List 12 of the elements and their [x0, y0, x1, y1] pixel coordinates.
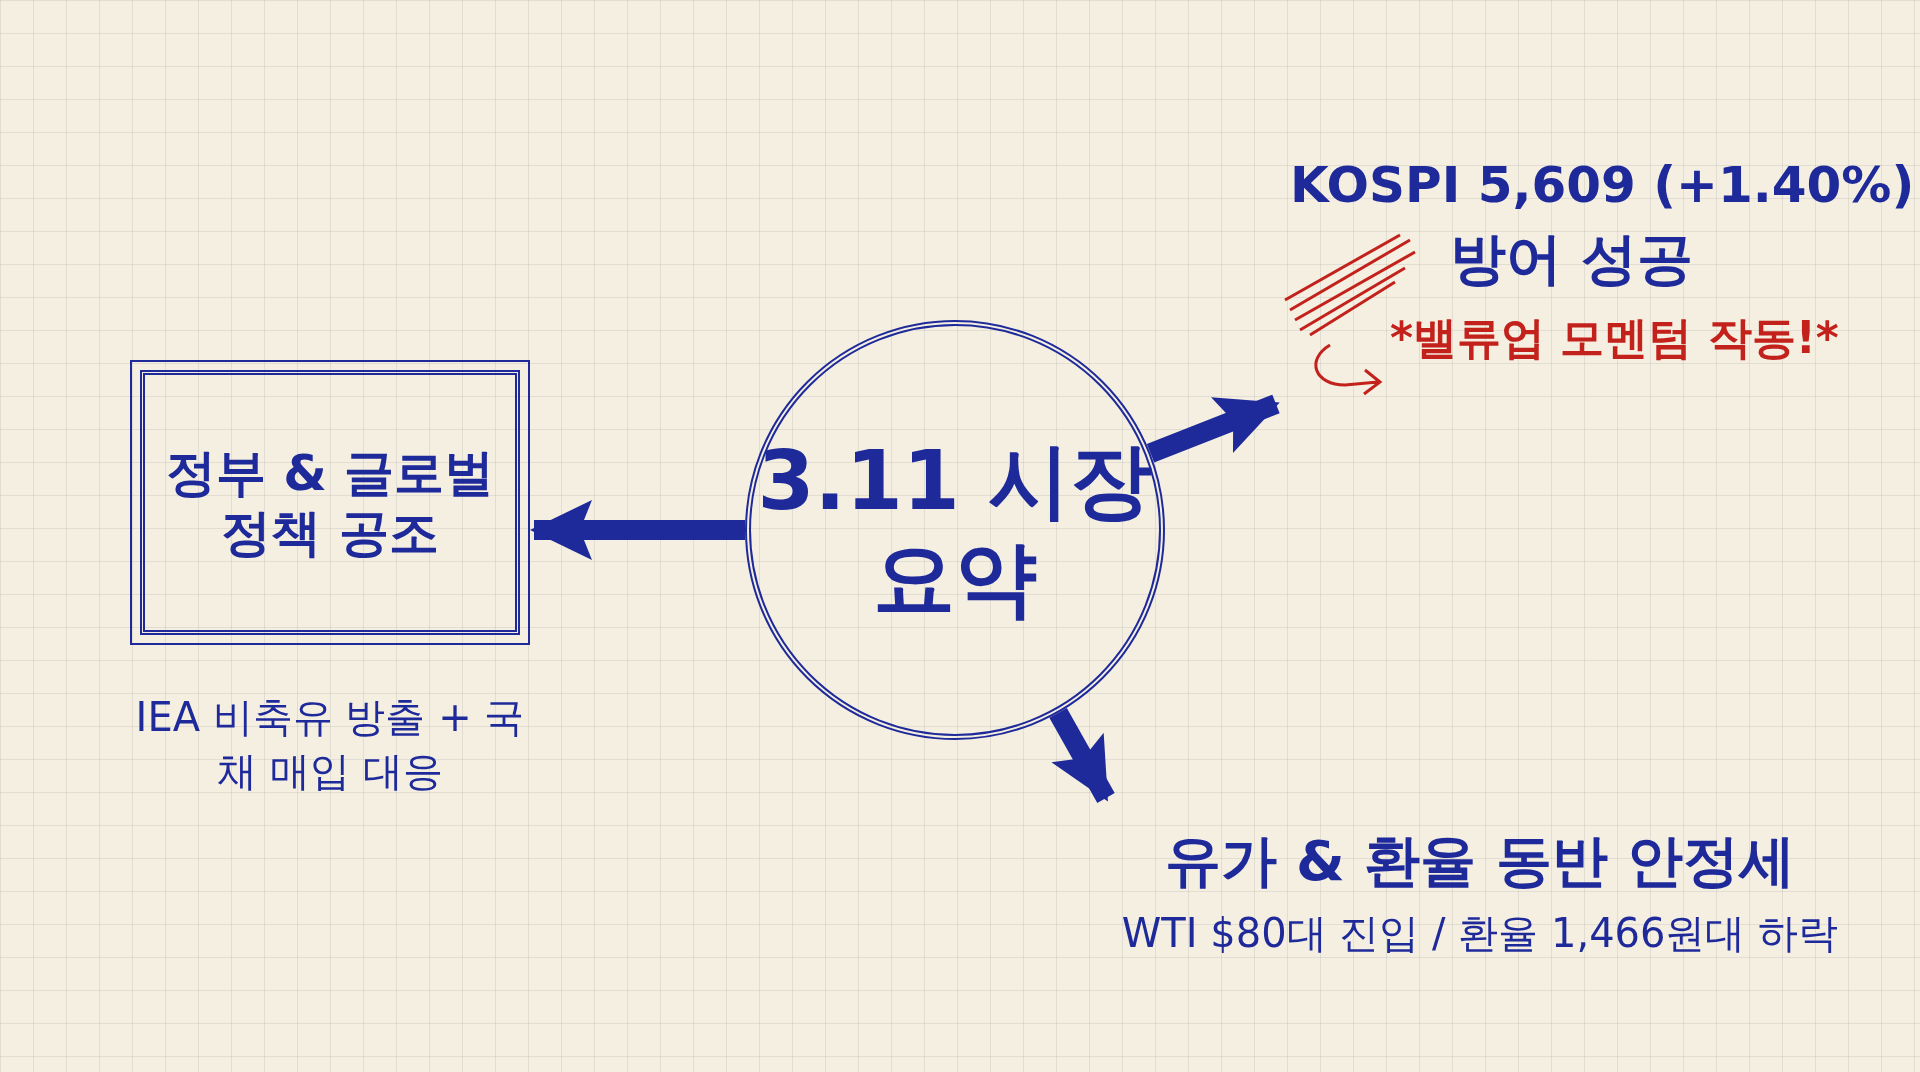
annotation-text: *밸류업 모멘텀 작동!*	[1390, 312, 1839, 365]
node-text: 방어 성공	[1450, 225, 1694, 293]
thick-arrow	[1146, 394, 1280, 463]
node-text: WTI $80대 진입 / 환율 1,466원대 하락	[1121, 908, 1839, 957]
thick-arrow	[530, 500, 745, 560]
node-text: 3.11 시장 요약	[756, 431, 1154, 628]
node-text: KOSPI 5,609 (+1.40%)	[1290, 155, 1915, 215]
node-text: 유가 & 환율 동반 안정세	[1164, 827, 1796, 895]
thick-arrow	[1049, 708, 1115, 803]
caption-text: IEA 비축유 방출 + 국채 매입 대응	[134, 693, 526, 796]
node-text: 정부 & 글로벌 정책 공조	[164, 442, 496, 563]
circle-node	[745, 320, 1165, 740]
